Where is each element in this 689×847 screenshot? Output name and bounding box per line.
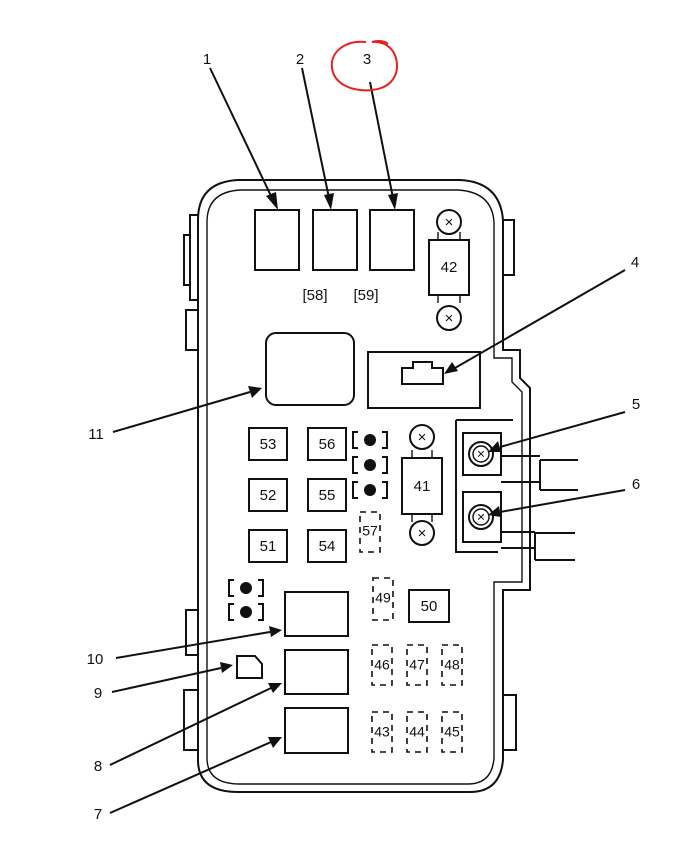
fuse-46-slot (371, 644, 393, 686)
diode-dot (240, 582, 252, 594)
callout-8: 8 (94, 758, 102, 775)
diode-dot (364, 484, 376, 496)
fuse-label-58: [58] (302, 287, 327, 304)
diode-dot (240, 606, 252, 618)
fuse-49-slot (372, 577, 394, 621)
fuse-51-box (248, 529, 288, 563)
callout-2: 2 (296, 51, 304, 68)
fuse-54-box (307, 529, 347, 563)
fuse-label-59: [59] (353, 287, 378, 304)
fuse-label-57: 57 (362, 523, 378, 539)
fuse-53-box (248, 427, 288, 461)
screw-x-glyph: × (445, 214, 454, 231)
callout-1: 1 (203, 51, 211, 68)
fuse-label-49: 49 (375, 590, 391, 606)
relay-socket-7 (284, 707, 349, 754)
connector-4 (367, 351, 481, 409)
screw-x-glyph: × (445, 310, 454, 327)
screw-x-glyph: × (477, 509, 485, 525)
fuse-label-42: 42 (441, 259, 458, 276)
callout-10: 10 (87, 651, 104, 668)
callout-3: 3 (363, 51, 371, 68)
component-9 (236, 655, 263, 679)
fuse-label-46: 46 (374, 657, 390, 673)
diode-sockets-left (228, 579, 264, 621)
screw-x-glyph: × (418, 525, 427, 542)
fuse-43-slot (371, 711, 393, 753)
fuse-44-slot (406, 711, 428, 753)
fuse-42: × × 42 (428, 209, 470, 331)
callout-7: 7 (94, 806, 102, 823)
relay-socket-3 (369, 209, 415, 271)
screw-x-glyph: × (418, 429, 427, 446)
fuse-label-52: 52 (260, 487, 277, 504)
fuse-41: × × 41 (401, 424, 443, 546)
relay-socket-1 (254, 209, 300, 271)
callout-4: 4 (631, 254, 639, 271)
fuse-52-box (248, 478, 288, 512)
callout-9: 9 (94, 685, 102, 702)
diode-dot (364, 434, 376, 446)
fuse-label-45: 45 (444, 724, 460, 740)
fuse-56-box (307, 427, 347, 461)
fuse-48-slot (441, 644, 463, 686)
terminal-block: × × (455, 419, 578, 561)
fuse-box-housing (183, 179, 531, 793)
fuse-47-slot (406, 644, 428, 686)
fuse-55-box (307, 478, 347, 512)
fuse-label-55: 55 (319, 487, 336, 504)
diode-dot (364, 459, 376, 471)
leader-lines (109, 67, 626, 814)
fuse-label-51: 51 (260, 538, 277, 555)
fuse-50-box (408, 589, 450, 623)
fuse-label-48: 48 (444, 657, 460, 673)
fuse-45-slot (441, 711, 463, 753)
fuse-label-54: 54 (319, 538, 336, 555)
fuse-label-47: 47 (409, 657, 425, 673)
fuse-label-53: 53 (260, 436, 277, 453)
callout-11: 11 (88, 426, 104, 443)
fuse-57-slot (359, 511, 381, 553)
fuse-label-50: 50 (421, 598, 438, 615)
fuse-label-41: 41 (414, 478, 431, 495)
diode-sockets-top (352, 431, 388, 499)
callout-5: 5 (632, 396, 640, 413)
red-annotation-circle (330, 39, 398, 92)
callout-6: 6 (632, 476, 640, 493)
fuse-label-56: 56 (319, 436, 336, 453)
relay-socket-11 (265, 332, 355, 406)
fuse-label-43: 43 (374, 724, 390, 740)
screw-x-glyph: × (477, 446, 485, 462)
relay-socket-8 (284, 649, 349, 695)
relay-socket-2 (312, 209, 358, 271)
relay-socket-10 (284, 591, 349, 637)
fuse-label-44: 44 (409, 724, 425, 740)
